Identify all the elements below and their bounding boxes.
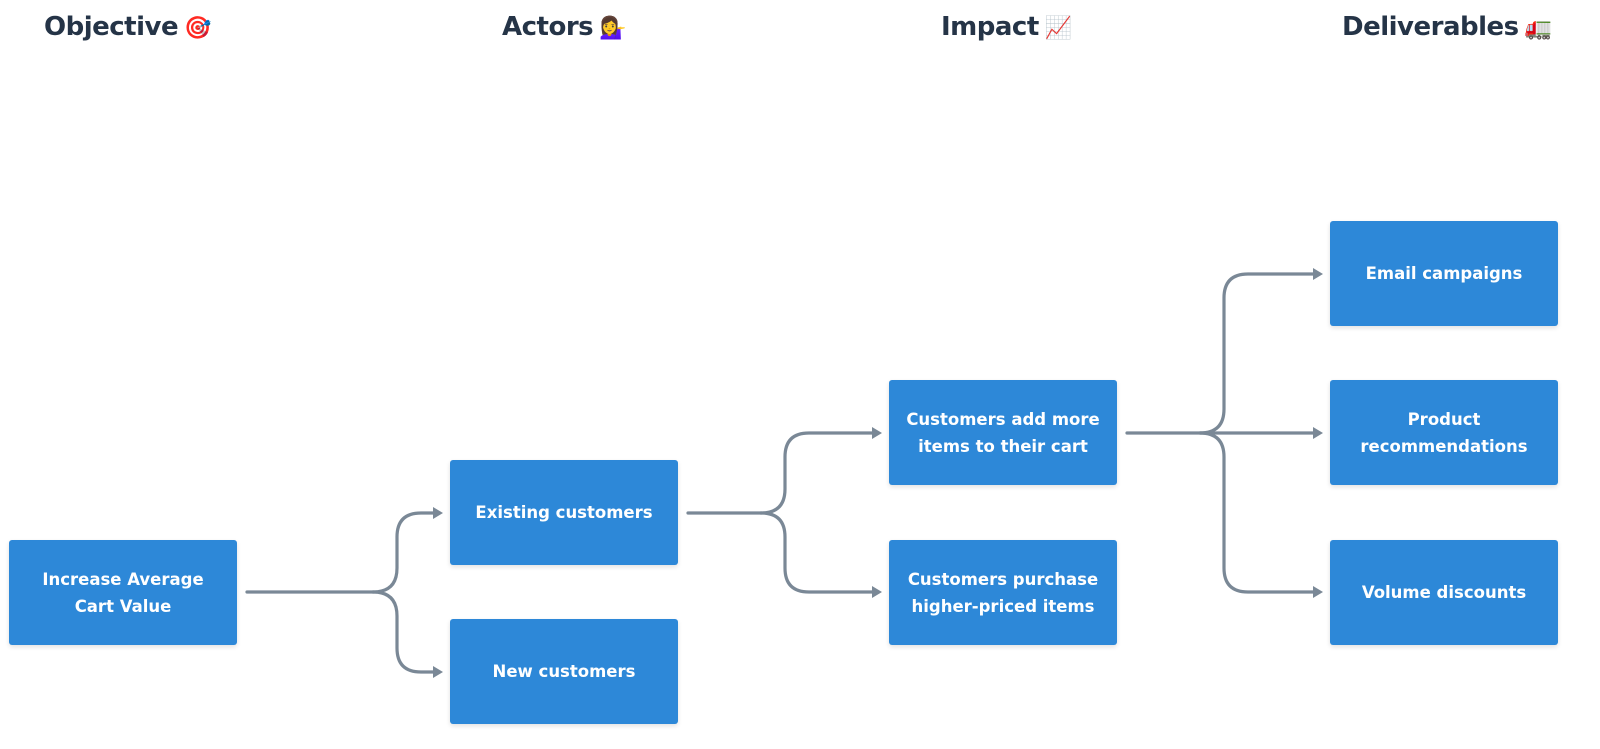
connector-existing-to-more-items: [759, 431, 874, 515]
arrowhead: [433, 507, 443, 519]
column-header-impact: Impact📈: [941, 12, 1072, 42]
column-title: Objective: [44, 12, 179, 42]
node-label: Customers purchase higher-priced items: [907, 569, 1099, 616]
node-deliverable-email-campaigns[interactable]: Email campaigns: [1330, 221, 1558, 326]
woman-tipping-hand-icon: 💁‍♀️: [599, 16, 627, 41]
arrowhead: [872, 586, 882, 598]
column-title: Deliverables: [1342, 12, 1519, 42]
arrowhead: [433, 666, 443, 678]
node-label: New customers: [492, 662, 636, 681]
arrowhead: [1313, 586, 1323, 598]
node-actor-new-customers[interactable]: New customers: [450, 619, 678, 724]
arrowhead: [872, 427, 882, 439]
connector-more-items-to-email: [1198, 272, 1315, 435]
connector-objective-to-new: [371, 590, 436, 674]
node-actor-existing-customers[interactable]: Existing customers: [450, 460, 678, 565]
node-label: Product recommendations: [1360, 409, 1528, 456]
node-label: Existing customers: [475, 503, 653, 522]
node-deliverable-product-recommendations[interactable]: Product recommendations: [1330, 380, 1558, 485]
column-title: Impact: [941, 12, 1039, 42]
column-header-deliverables: Deliverables🚛: [1342, 12, 1552, 42]
connector-more-items-to-discounts: [1198, 431, 1315, 594]
node-objective[interactable]: Increase Average Cart Value: [9, 540, 237, 645]
arrowhead: [1313, 268, 1323, 280]
column-header-objective: Objective🎯: [44, 12, 212, 42]
node-label: Customers add more items to their cart: [906, 409, 1100, 456]
node-label: Increase Average Cart Value: [42, 569, 204, 616]
column-header-actors: Actors💁‍♀️: [502, 12, 627, 42]
node-impact-higher-priced[interactable]: Customers purchase higher-priced items: [889, 540, 1117, 645]
chart-increasing-icon: 📈: [1044, 16, 1072, 41]
truck-icon: 🚛: [1524, 16, 1552, 41]
target-icon: 🎯: [184, 16, 212, 41]
node-deliverable-volume-discounts[interactable]: Volume discounts: [1330, 540, 1558, 645]
connector-objective-to-existing: [371, 511, 436, 594]
arrowhead: [1313, 427, 1323, 439]
connector-existing-to-higher-priced: [759, 511, 874, 594]
column-title: Actors: [502, 12, 594, 42]
node-label: Volume discounts: [1361, 583, 1527, 602]
node-label: Email campaigns: [1365, 264, 1523, 283]
node-impact-more-items[interactable]: Customers add more items to their cart: [889, 380, 1117, 485]
